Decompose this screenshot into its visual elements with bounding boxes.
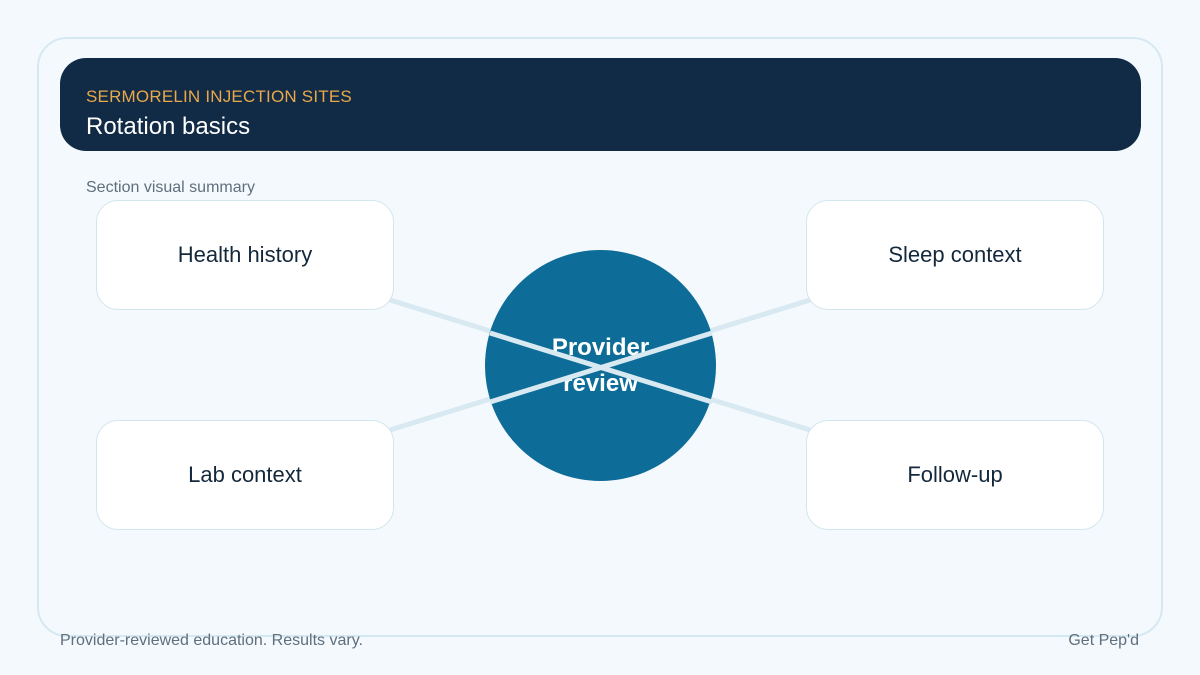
hub-label-line2: review xyxy=(563,369,638,397)
node-health-history: Health history xyxy=(96,200,394,310)
node-sleep-context: Sleep context xyxy=(806,200,1104,310)
node-label: Lab context xyxy=(188,462,302,487)
footer-brand: Get Pep'd xyxy=(1068,632,1139,649)
hub-label-line1: Provider xyxy=(551,333,650,361)
hub-provider-review: Provider review xyxy=(485,250,716,481)
node-label: Health history xyxy=(177,242,313,267)
page-title: Rotation basics xyxy=(86,113,251,140)
node-follow-up: Follow-up xyxy=(806,420,1104,530)
node-label: Follow-up xyxy=(907,462,1003,487)
header-banner: SERMORELIN INJECTION SITES Rotation basi… xyxy=(60,58,1141,151)
node-label: Sleep context xyxy=(888,242,1022,267)
footer-disclaimer: Provider-reviewed education. Results var… xyxy=(60,632,363,649)
section-caption: Section visual summary xyxy=(86,179,255,196)
node-lab-context: Lab context xyxy=(96,420,394,530)
header-eyebrow: SERMORELIN INJECTION SITES xyxy=(86,87,352,106)
